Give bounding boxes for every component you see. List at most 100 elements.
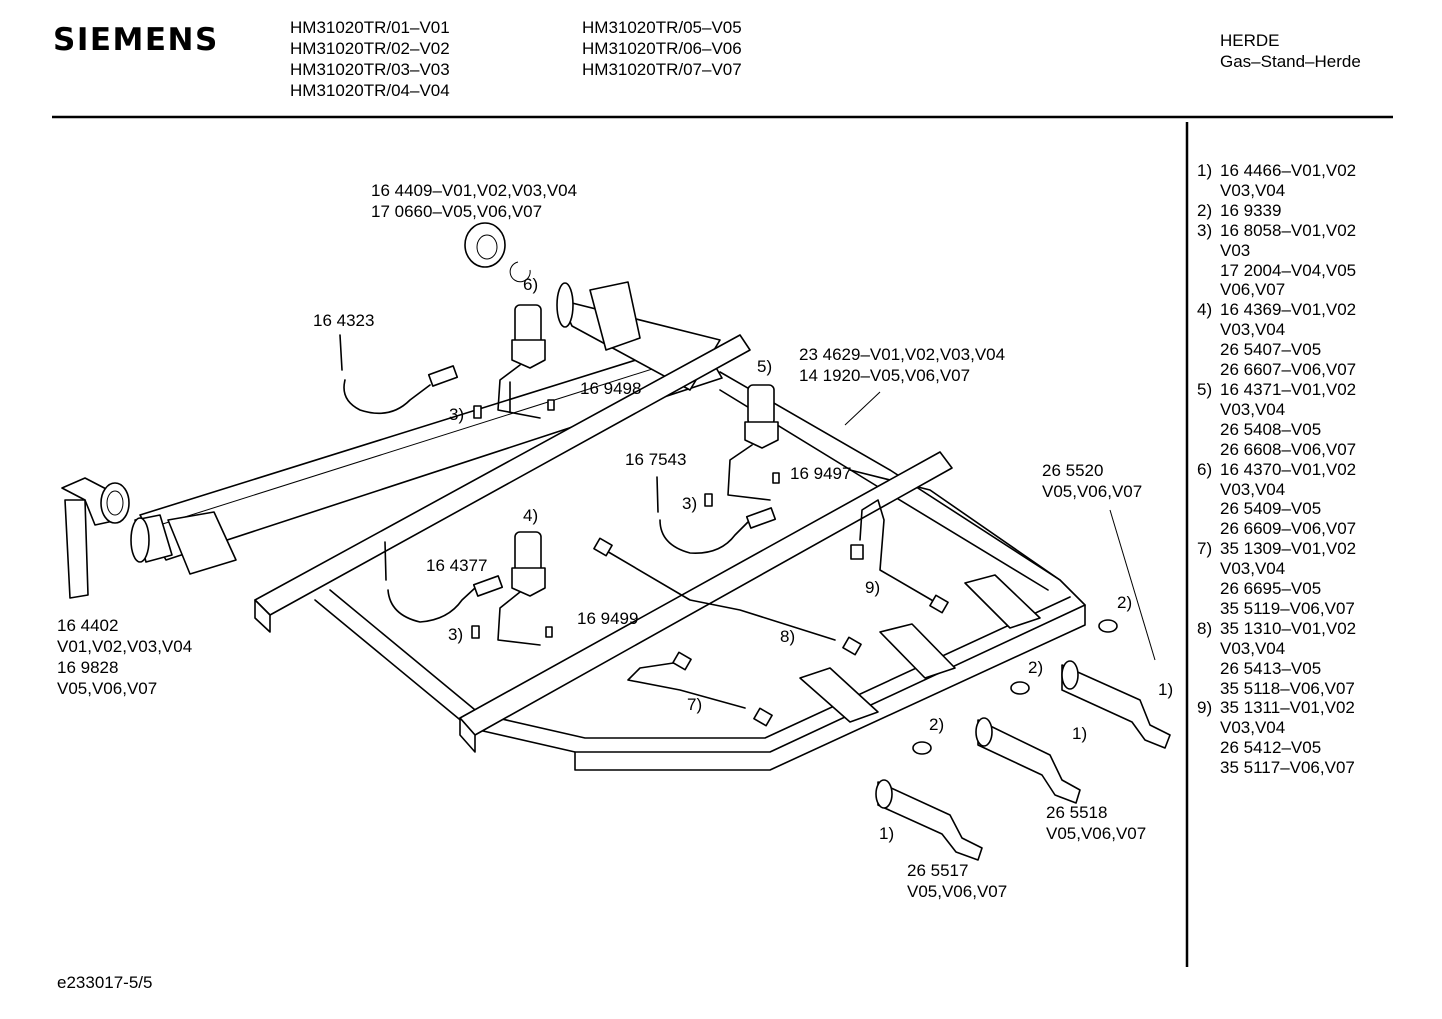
label-callout-7: 7) <box>687 695 703 714</box>
label-234629: 23 4629–V01,V02,V03,V04 14 1920–V05,V06,… <box>799 344 1005 386</box>
label-callout-1a: 1) <box>1158 680 1174 699</box>
legend-number <box>1197 639 1220 659</box>
label-265520: 26 5520 V05,V06,V07 <box>1042 460 1142 502</box>
legend-row: 5)16 4371–V01,V02 <box>1197 380 1356 400</box>
legend-row: 35 5117–V06,V07 <box>1197 758 1356 778</box>
gas-tubes <box>593 499 949 727</box>
legend-text: 16 4466–V01,V02 <box>1220 161 1357 180</box>
legend-row: 26 6609–V06,V07 <box>1197 519 1356 539</box>
legend-text: V03,V04 <box>1220 559 1286 579</box>
legend-text: 35 5118–V06,V07 <box>1220 678 1355 698</box>
legend-text: 16 9339 <box>1220 200 1282 220</box>
legend-text: 26 5413–V05 <box>1220 658 1322 678</box>
legend-text: V03,V04 <box>1220 320 1286 340</box>
legend-row: 26 5407–V05 <box>1197 340 1356 360</box>
label-line: 16 9828 <box>57 658 119 677</box>
legend-row: V03,V04 <box>1197 400 1356 420</box>
screws <box>471 399 780 639</box>
legend-row: V03,V04 <box>1197 320 1356 340</box>
label-line: 17 0660–V05,V06,V07 <box>371 202 543 221</box>
legend-number <box>1197 400 1220 420</box>
label-line: 23 4629–V01,V02,V03,V04 <box>799 345 1006 364</box>
legend-text: 26 6607–V06,V07 <box>1220 360 1357 380</box>
label-265518: 26 5518 V05,V06,V07 <box>1046 802 1146 844</box>
legend-row: 17 2004–V04,V05 <box>1197 261 1356 281</box>
label-callout-2a: 2) <box>1117 593 1133 612</box>
model-item: HM31020TR/07–V07 <box>582 60 742 79</box>
legend-number: 8) <box>1197 618 1213 638</box>
legend-number <box>1197 261 1220 281</box>
legend-text: 26 6609–V06,V07 <box>1220 519 1357 539</box>
label-164377: 16 4377 <box>426 556 488 575</box>
legend-number <box>1197 420 1220 440</box>
label-line: 26 5520 <box>1042 461 1104 480</box>
legend-text: 35 1309–V01,V02 <box>1220 539 1357 559</box>
main-gas-pipe <box>130 281 723 575</box>
legend-number: 1) <box>1197 161 1213 180</box>
label-line: 16 4402 <box>57 616 119 635</box>
legend-text: V03,V04 <box>1220 718 1286 738</box>
legend-text: 35 1311–V01,V02 <box>1220 698 1355 718</box>
label-line: V01,V02,V03,V04 <box>57 637 193 656</box>
legend-number: 2) <box>1197 200 1213 220</box>
category-block: HERDE Gas–Stand–Herde <box>1220 30 1361 72</box>
igniter-holder-4 <box>497 531 546 646</box>
legend-row: 26 5413–V05 <box>1197 659 1356 679</box>
label-265517: 26 5517 V05,V06,V07 <box>907 860 1007 902</box>
category-title: HERDE <box>1220 31 1280 50</box>
label-callout-4: 4) <box>523 506 539 525</box>
legend-row: 3) 16 8058–V01,V02 <box>1197 221 1356 241</box>
leader-234629 <box>844 391 881 426</box>
legend-number <box>1197 758 1220 778</box>
label-169499: 16 9499 <box>577 609 639 628</box>
legend-number: 3) <box>1197 220 1213 240</box>
legend-text: 26 5408–V05 <box>1220 419 1322 439</box>
legend-text: 16 4369–V01,V02 <box>1220 300 1357 320</box>
legend-row: V03 <box>1197 241 1356 261</box>
legend-text: 35 5117–V06,V07 <box>1220 758 1355 778</box>
legend-number <box>1197 499 1220 519</box>
legend-text: V03,V04 <box>1220 638 1286 658</box>
legend-number: 4) <box>1197 300 1213 320</box>
legend-text: V03,V04 <box>1220 479 1286 499</box>
legend-row: V03,V04 <box>1197 181 1356 201</box>
label-164409: 16 4409–V01,V02,V03,V04 17 0660–V05,V06,… <box>371 180 577 222</box>
model-list-1: HM31020TR/01–V01 HM31020TR/02–V02 HM3102… <box>290 17 450 101</box>
legend-number <box>1197 679 1220 699</box>
legend-row: 26 5409–V05 <box>1197 499 1356 519</box>
gas-tap-265518 <box>975 681 1081 804</box>
model-item: HM31020TR/02–V02 <box>290 39 450 58</box>
model-item: HM31020TR/01–V01 <box>290 18 450 37</box>
legend-row: 35 5118–V06,V07 <box>1197 679 1356 699</box>
label-callout-2c: 2) <box>929 715 945 734</box>
label-line: 14 1920–V05,V06,V07 <box>799 366 971 385</box>
legend-text: 26 6695–V05 <box>1220 579 1322 599</box>
leader-265520 <box>1109 509 1156 661</box>
label-callout-9: 9) <box>865 578 881 597</box>
legend-number <box>1197 181 1220 201</box>
legend-row: 8)35 1310–V01,V02 <box>1197 619 1356 639</box>
legend-row: 2) 16 9339 <box>1197 201 1356 221</box>
legend-text: V03,V04 <box>1220 399 1286 419</box>
spark-electrode-3 <box>384 541 504 623</box>
legend-row: 35 5119–V06,V07 <box>1197 599 1356 619</box>
label-callout-6: 6) <box>523 275 539 294</box>
model-list-2: HM31020TR/05–V05 HM31020TR/06–V06 HM3102… <box>582 17 742 80</box>
model-item: HM31020TR/04–V04 <box>290 81 450 100</box>
legend-row: 26 6608–V06,V07 <box>1197 440 1356 460</box>
legend-number <box>1197 718 1220 738</box>
legend-text: 26 5407–V05 <box>1220 340 1322 360</box>
legend-text: 26 5412–V05 <box>1220 738 1322 758</box>
legend-number: 5) <box>1197 379 1213 399</box>
model-item: HM31020TR/03–V03 <box>290 60 450 79</box>
legend-text: 16 8058–V01,V02 <box>1220 220 1357 240</box>
legend-number: 9) <box>1197 698 1213 718</box>
gas-tap-265520 <box>1061 619 1171 749</box>
category-subtitle: Gas–Stand–Herde <box>1220 52 1361 71</box>
label-line: 26 5518 <box>1046 803 1108 822</box>
legend-number <box>1197 340 1220 360</box>
legend-number <box>1197 280 1220 300</box>
legend-row: 6)16 4370–V01,V02 <box>1197 460 1356 480</box>
legend-number <box>1197 559 1220 579</box>
